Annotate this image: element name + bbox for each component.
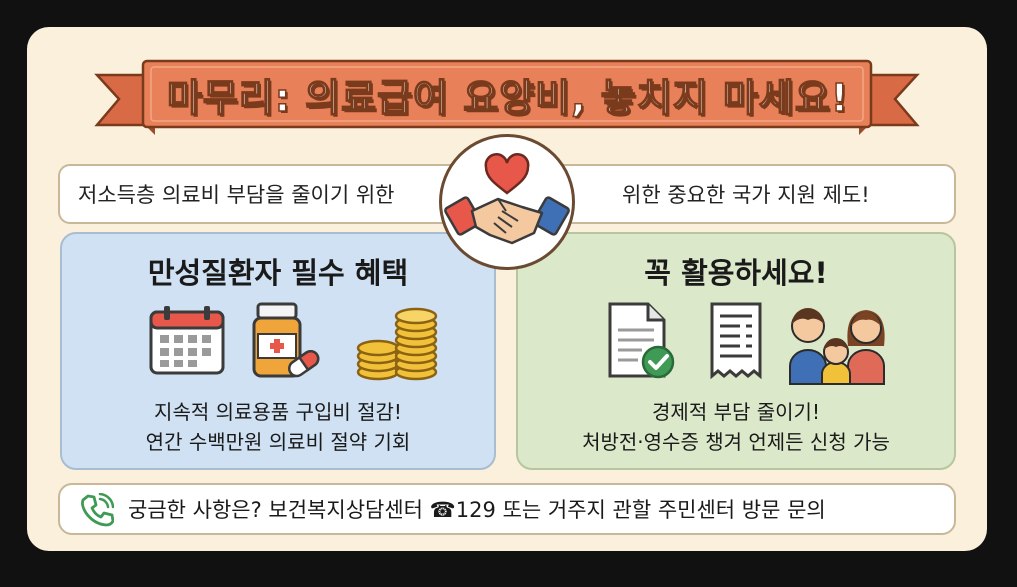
infographic-card: 마무리: 의료급여 요양비, 놓치지 마세요! 저소득층 의료비 부담을 줄이기… (27, 27, 987, 551)
document-check-icon (608, 302, 675, 379)
left-panel-line1: 지속적 의료용품 구입비 절감! (154, 400, 402, 424)
right-panel-title: 꼭 활용하세요! (644, 256, 828, 290)
left-panel-line2: 연간 수백만원 의료비 절약 기회 (145, 430, 411, 454)
medicine-bottle-icon (252, 302, 320, 378)
handshake-badge (439, 134, 575, 270)
family-icon (789, 308, 885, 385)
handshake-heart-icon (444, 153, 570, 245)
subtitle-left: 저소득층 의료비 부담을 줄이기 위한 (78, 183, 395, 207)
coin-stack-icon (356, 307, 438, 381)
calendar-icon (149, 306, 225, 375)
receipt-icon (710, 302, 762, 380)
subtitle-right: 위한 중요한 국가 지원 제도! (622, 183, 870, 207)
title-ribbon: 마무리: 의료급여 요양비, 놓치지 마세요! (27, 27, 987, 157)
phone-icon (81, 493, 114, 527)
right-panel-line2: 처방전·영수증 챙겨 언제든 신청 가능 (582, 430, 890, 454)
use-it-panel: 꼭 활용하세요! (516, 232, 956, 470)
right-panel-line1: 경제적 부담 줄이기! (652, 400, 820, 424)
chronic-patient-benefits-panel: 만성질환자 필수 혜택 (60, 232, 496, 470)
page-title: 마무리: 의료급여 요양비, 놓치지 마세요! (166, 75, 850, 121)
contact-info-bar: 궁금한 사항은? 보건복지상담센터 ☎129 또는 거주지 관할 주민센터 방문… (58, 483, 956, 535)
contact-text: 궁금한 사항은? 보건복지상담센터 ☎129 또는 거주지 관할 주민센터 방문… (128, 498, 826, 522)
left-panel-title: 만성질환자 필수 혜택 (147, 256, 409, 290)
